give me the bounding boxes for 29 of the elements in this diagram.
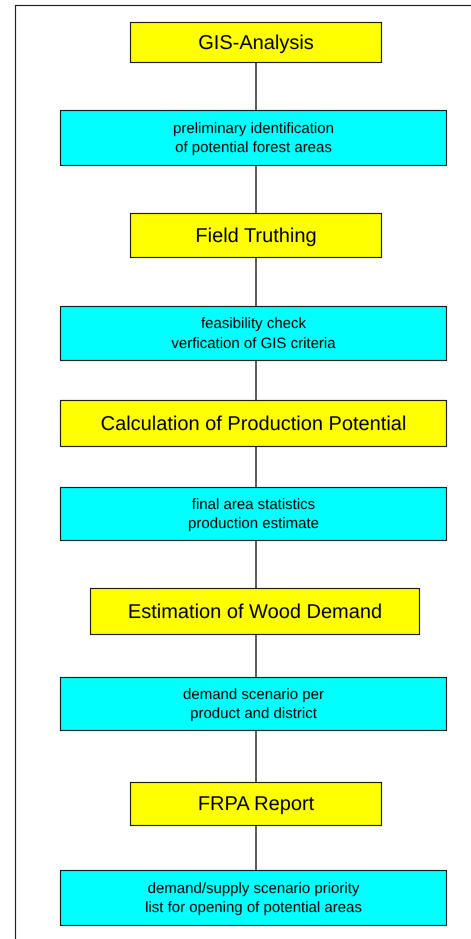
connector-line	[255, 258, 257, 306]
box-label: final area statistics production estimate	[187, 494, 320, 534]
box-label: Estimation of Wood Demand	[128, 600, 382, 624]
connector-line	[255, 541, 257, 588]
box-label: demand scenario per product and district	[182, 684, 325, 724]
phase-box	[90, 588, 420, 635]
box-label: GIS-Analysis	[198, 30, 314, 56]
box-label: Calculation of Production Potential	[100, 412, 406, 436]
connector-line	[255, 447, 257, 487]
phase-box	[60, 400, 447, 447]
box-label: feasibility check verfication of GIS criteria	[170, 314, 337, 353]
phase-box	[130, 782, 382, 826]
phase-box	[130, 22, 382, 63]
box-label: demand/supply scenario priority list for opening of potential areas	[144, 878, 363, 918]
result-box	[60, 306, 447, 361]
connector-line	[255, 826, 257, 870]
box-label: FRPA Report	[198, 792, 314, 817]
box-label: preliminary identification of potential forest areas	[172, 118, 335, 158]
connector-line	[255, 63, 257, 110]
result-box	[60, 870, 447, 926]
box-label: Field Truthing	[195, 224, 317, 248]
result-box	[60, 487, 447, 541]
connector-line	[255, 361, 257, 400]
phase-box	[130, 213, 382, 258]
result-box	[60, 110, 447, 166]
connector-line	[255, 166, 257, 213]
result-box	[60, 677, 447, 731]
connector-line	[255, 731, 257, 782]
connector-line	[255, 635, 257, 677]
